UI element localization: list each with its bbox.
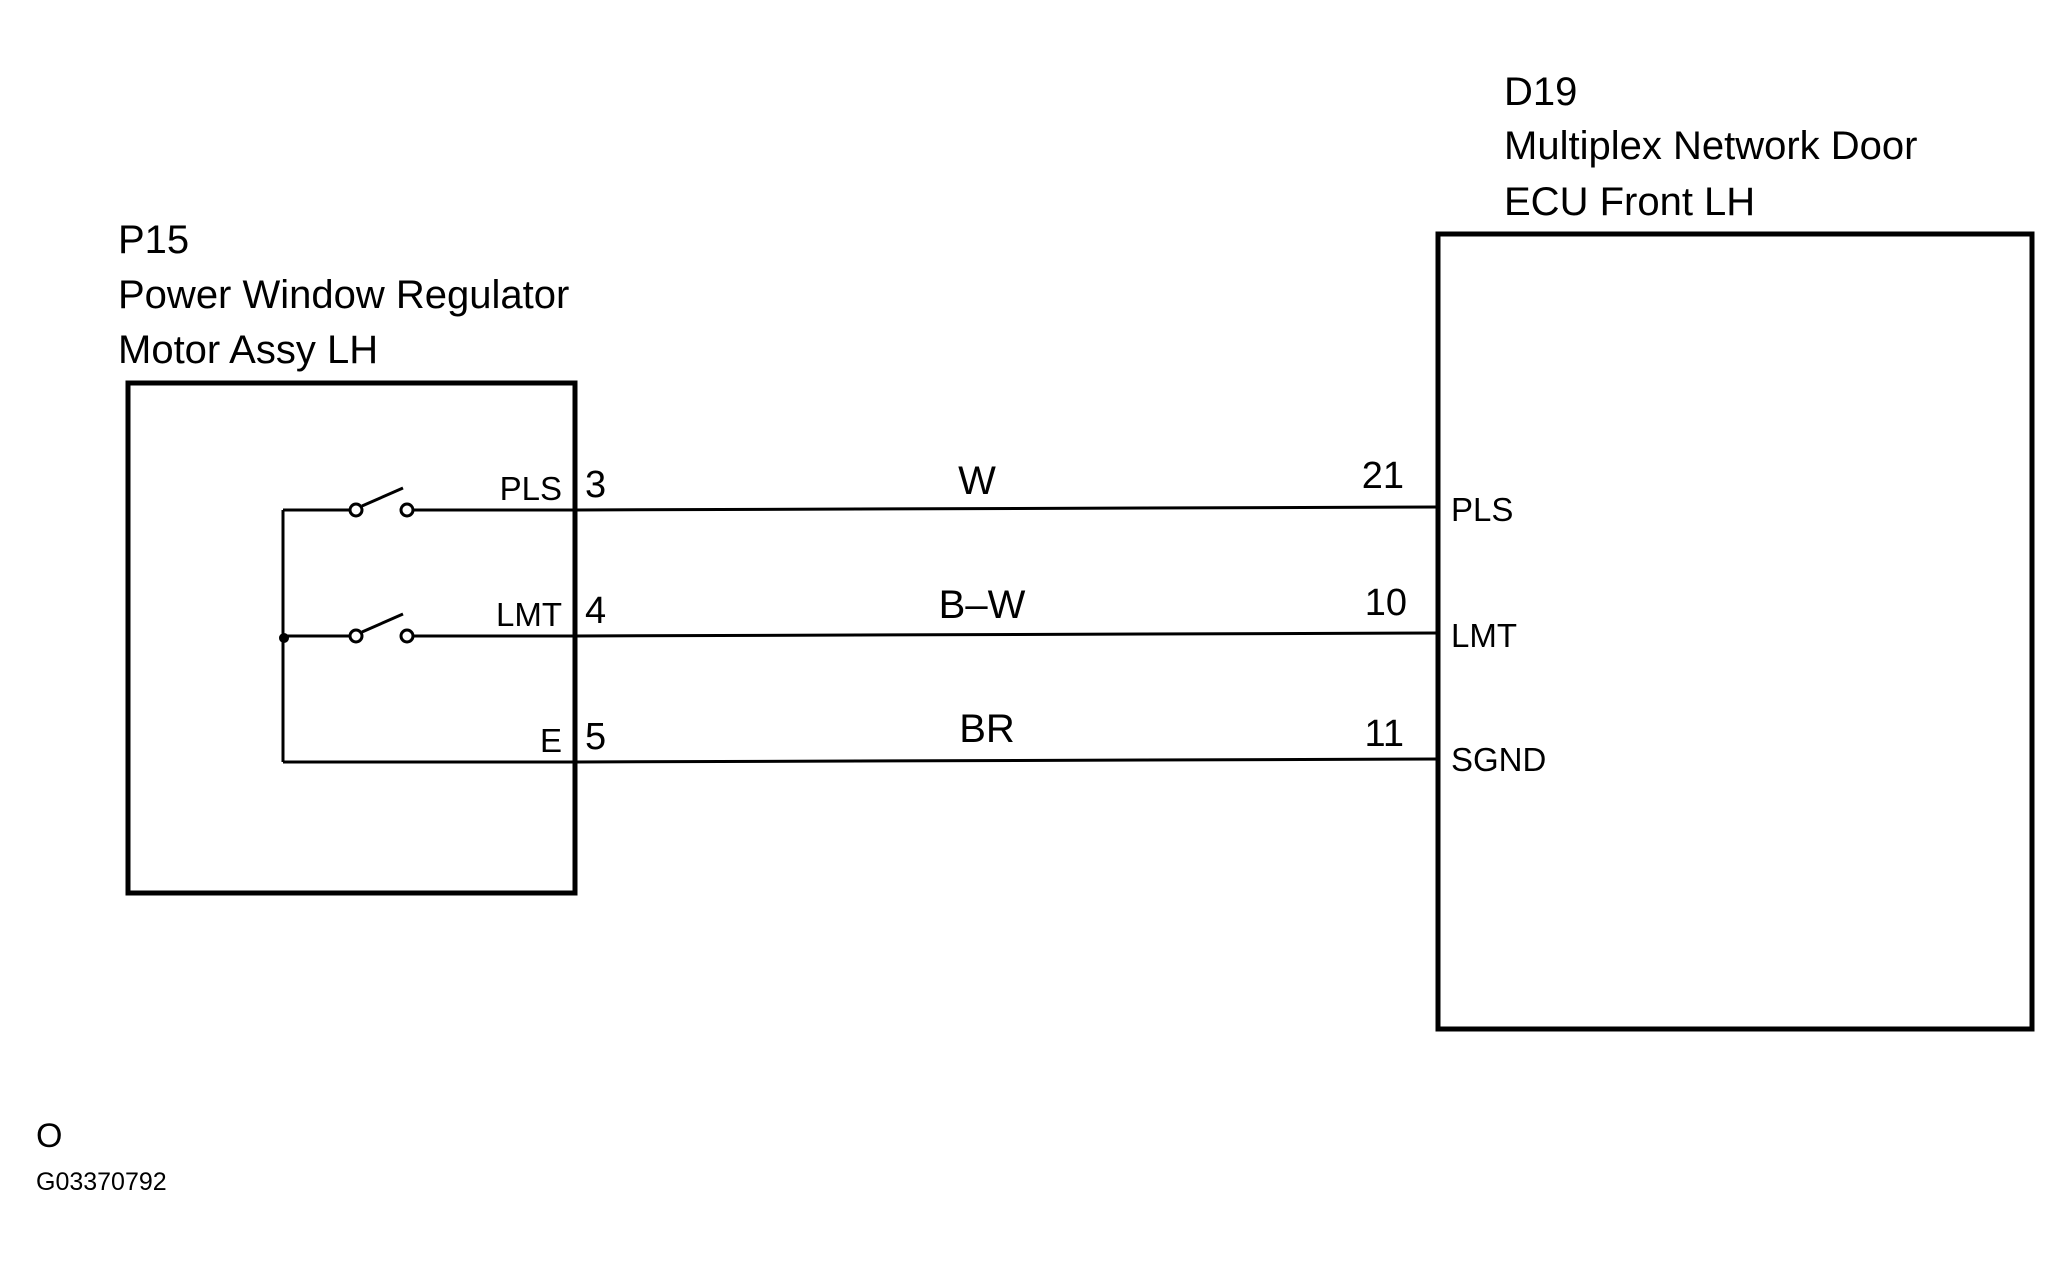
wire-sgnd	[574, 757, 1441, 764]
left-component: P15 Power Window Regulator Motor Assy LH…	[118, 218, 606, 896]
right-pin-number-11: 11	[1365, 713, 1404, 755]
right-pin-number-21: 21	[1362, 455, 1404, 497]
right-terminal-label-sgnd: SGND	[1451, 741, 1546, 778]
left-pin-number-4: 4	[585, 590, 606, 632]
left-terminal-label-pls: PLS	[500, 470, 562, 507]
right-component-box	[1435, 231, 2035, 1032]
left-pin-number-3: 3	[585, 464, 606, 506]
left-component-name-line1: Power Window Regulator	[118, 273, 569, 317]
figure-id: G03370792	[36, 1168, 167, 1196]
right-component: D19 Multiplex Network Door ECU Front LH …	[1435, 70, 2035, 1032]
left-terminal-label-lmt: LMT	[496, 596, 562, 633]
left-pin-number-5: 5	[585, 716, 606, 758]
wire-pls	[574, 505, 1441, 512]
right-component-code: D19	[1504, 70, 1577, 114]
footer: O G03370792	[36, 1117, 167, 1196]
right-component-name-line1: Multiplex Network Door	[1504, 124, 1917, 168]
right-pin-number-10: 10	[1365, 582, 1407, 624]
harness-wires: W B–W BR 21 10 11	[574, 455, 1441, 764]
wire-color-label: BR	[959, 707, 1015, 751]
right-terminal-label-lmt: LMT	[1451, 617, 1517, 654]
wire-color-label: B–W	[939, 583, 1026, 627]
wire-color-label: W	[958, 459, 996, 503]
wire-lmt	[574, 631, 1441, 638]
right-component-name-line2: ECU Front LH	[1504, 180, 1755, 224]
left-component-name-line2: Motor Assy LH	[118, 328, 378, 372]
left-terminal-label-e: E	[540, 722, 562, 759]
left-component-code: P15	[118, 218, 189, 262]
footer-mark: O	[36, 1117, 62, 1155]
left-component-box	[125, 380, 578, 896]
pls-switch	[283, 486, 575, 518]
right-terminal-label-pls: PLS	[1451, 491, 1513, 528]
lmt-switch	[283, 612, 575, 644]
